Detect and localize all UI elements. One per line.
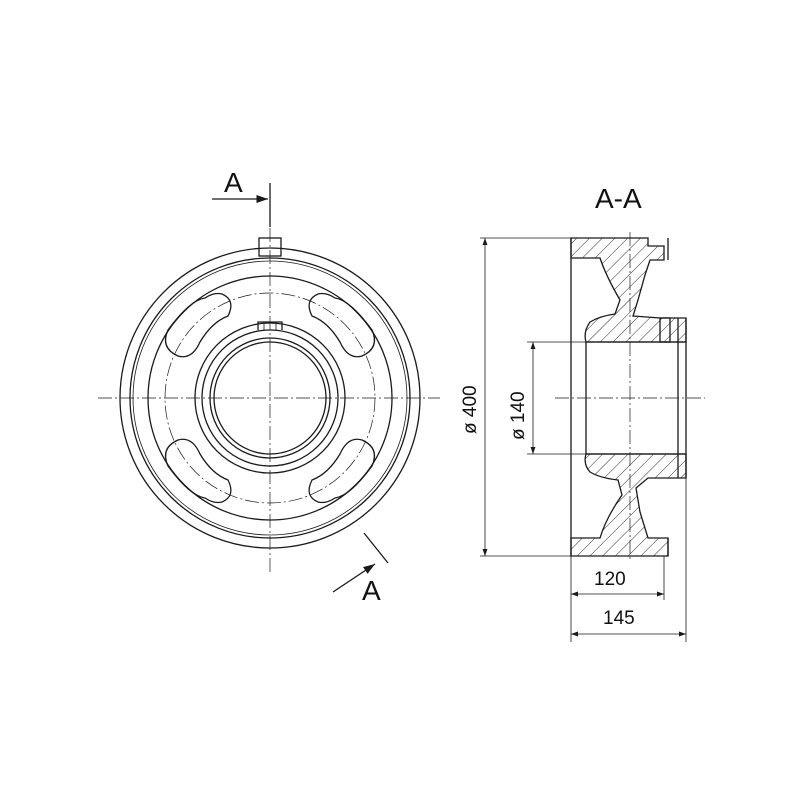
section-mark-top: A — [224, 167, 243, 198]
hub-outer-circle — [194, 322, 346, 474]
hub-keyway-detail — [263, 322, 277, 330]
section-mark-bottom: A — [362, 575, 381, 606]
kidney-slot-top-right — [308, 292, 376, 358]
section-view: A-A ø 400 ø 140 120 — [460, 183, 705, 642]
rim-edge-circle — [132, 260, 408, 536]
section-keyway — [659, 317, 671, 343]
rim-inner-circle — [129, 257, 411, 539]
section-cut-line-bottom — [363, 532, 389, 564]
dim-total-width: 145 — [603, 608, 635, 629]
section-arrow-bottom — [332, 563, 376, 593]
dim-hub-width: 120 — [594, 569, 626, 590]
bore-circle — [213, 341, 327, 455]
kidney-slot-bottom-right — [308, 438, 376, 504]
kidney-slot-bottom-left — [164, 438, 232, 504]
front-view: A A — [98, 167, 440, 606]
upper-section-hatch — [570, 237, 687, 343]
kidney-slot-top-left — [164, 292, 232, 358]
hub-ring-circle — [201, 329, 339, 467]
lower-section-hatch — [570, 453, 687, 557]
web-circle — [147, 275, 393, 521]
kidney-slots — [164, 292, 376, 504]
outer-rim-circle — [119, 247, 421, 549]
hub-keyway — [257, 321, 283, 330]
rim-key-slot — [258, 237, 282, 257]
bore-outer-circle — [209, 337, 331, 459]
section-title: A-A — [595, 183, 642, 214]
dim-outer-diameter: ø 400 — [460, 385, 481, 434]
dim-bore-diameter: ø 140 — [508, 391, 529, 440]
pitch-circle — [164, 292, 376, 504]
